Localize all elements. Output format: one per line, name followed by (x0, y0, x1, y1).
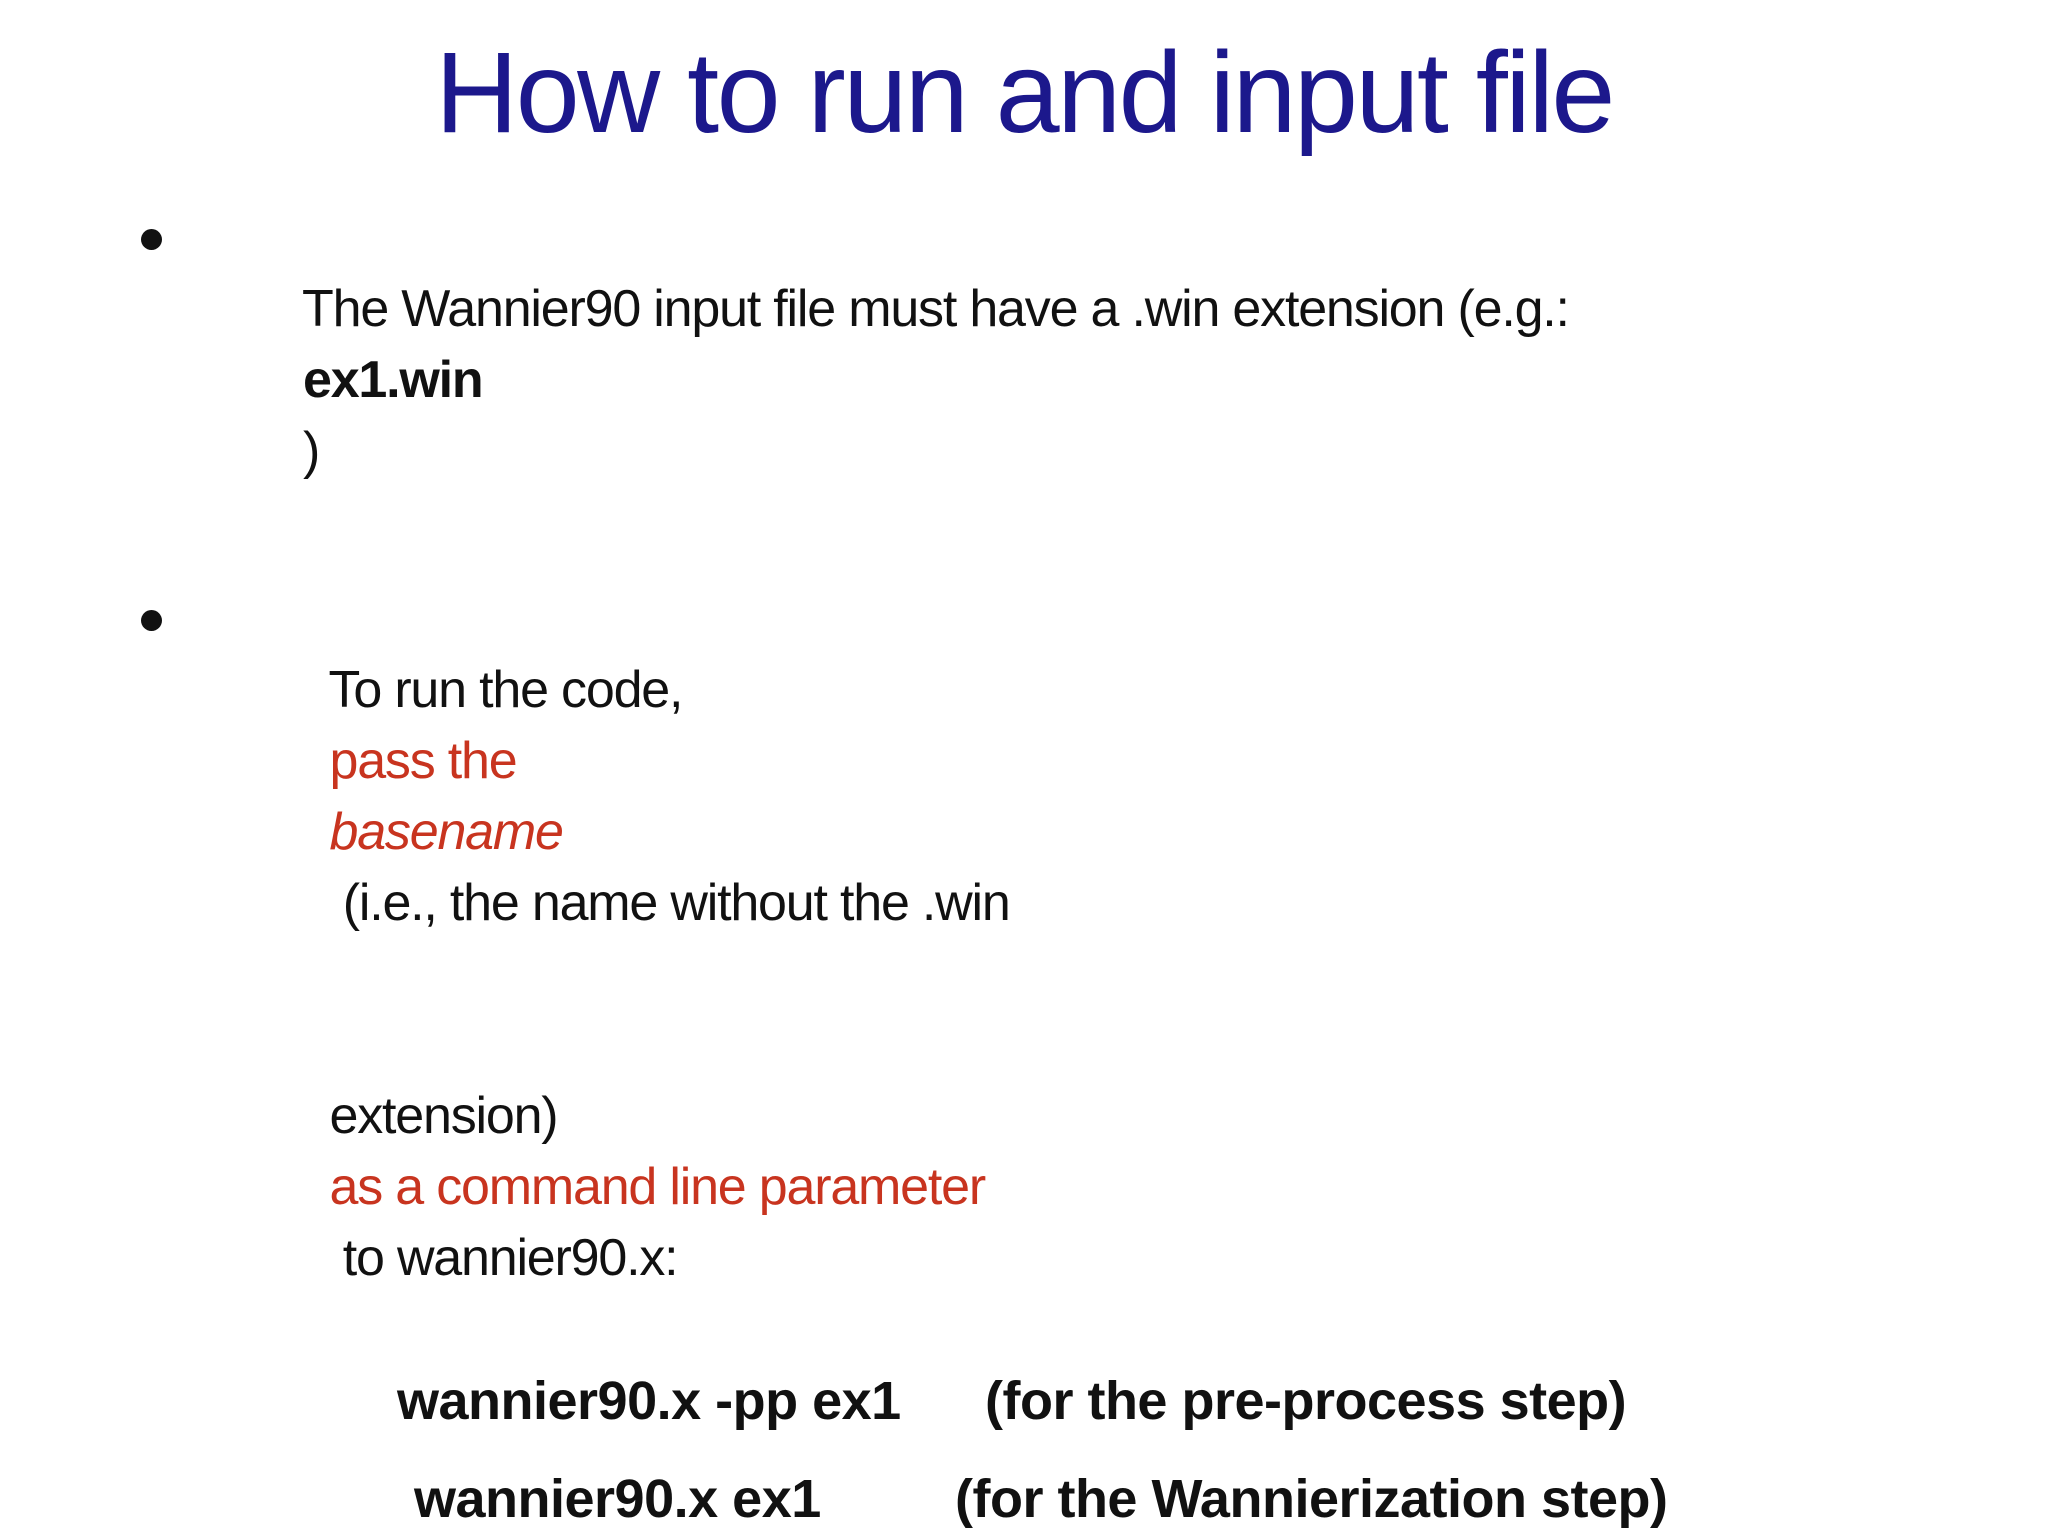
how-to-run-line-1: To run the code, pass the basename (i.e.… (197, 584, 2048, 1010)
bullet-marker (141, 229, 162, 250)
command-note: (for the Wannierization step) (955, 1469, 1668, 1529)
text-segment-bold-filename: ex1.win (302, 351, 484, 409)
slide-body: The Wannier90 input file must have a .wi… (0, 203, 2048, 1536)
how-to-run-line-2: extension) as a command line parameter t… (197, 1010, 2048, 1365)
command-note: (for the pre-process step) (985, 1371, 1627, 1431)
text-segment-red-italic: basename (329, 803, 563, 861)
bullet-item-how-to-run: To run the code, pass the basename (i.e.… (0, 584, 2048, 1365)
command-line-preprocess: wannier90.x -pp ex1 (for the pre-process… (0, 1366, 2048, 1450)
text-segment: The Wannier90 input file must have a .wi… (302, 280, 1583, 338)
text-segment: ) (302, 422, 320, 480)
bullet-text-how-to-run: To run the code, pass the basename (i.e.… (197, 584, 2048, 1365)
text-segment: (i.e., the name without the .win (329, 874, 1011, 932)
bullet-text-win-extension: The Wannier90 input file must have a .wi… (197, 203, 2048, 558)
text-segment: To run the code, (328, 661, 696, 719)
text-segment: extension) (329, 1087, 571, 1145)
command-line-wannierization: wannier90.x ex1 (for the Wannierization … (0, 1464, 2048, 1536)
bullet-item-win-extension: The Wannier90 input file must have a .wi… (0, 203, 2048, 558)
slide-title: How to run and input file (435, 29, 1615, 157)
text-segment: to wannier90.x: (329, 1229, 679, 1287)
text-segment-red: pass the (329, 732, 530, 790)
text-segment-red: as a command line parameter (329, 1158, 986, 1216)
command-text: wannier90.x -pp ex1 (397, 1371, 901, 1431)
command-text: wannier90.x ex1 (414, 1469, 821, 1529)
bullet-marker (141, 610, 162, 631)
